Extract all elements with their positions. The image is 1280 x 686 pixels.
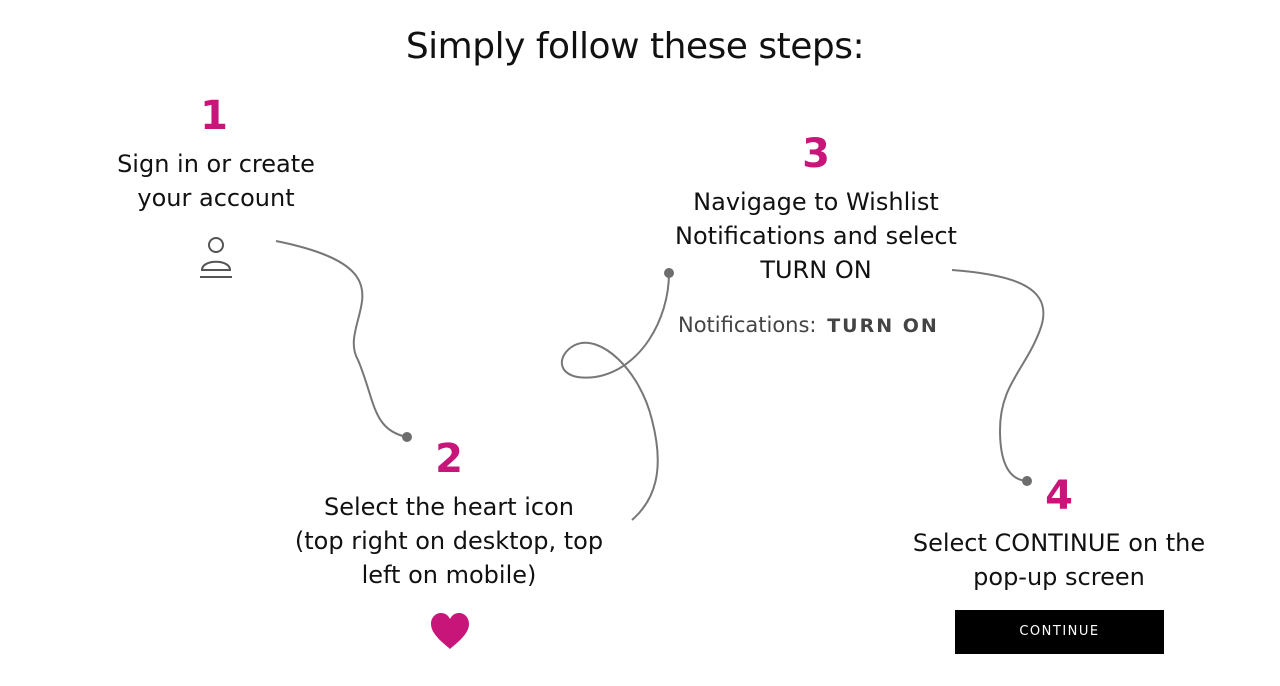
connector-3-to-2	[560, 272, 670, 521]
step-4-text: Select CONTINUE on the pop-up screen	[912, 529, 1206, 591]
step-2-number: 2	[435, 436, 463, 482]
user-account-icon	[197, 236, 235, 280]
step-1-text: Sign in or create your account	[117, 150, 315, 212]
notifications-row: Notifications: TURN ON	[678, 313, 939, 337]
notifications-label: Notifications:	[678, 313, 817, 337]
connector-dot-2	[402, 432, 412, 442]
heart-icon	[430, 613, 470, 651]
step-3-number: 3	[802, 131, 830, 177]
step-1-number: 1	[200, 93, 228, 139]
page-title: Simply follow these steps:	[405, 26, 865, 67]
turn-on-toggle[interactable]: TURN ON	[827, 315, 939, 337]
connector-1-to-2	[275, 240, 408, 438]
step-4-number: 4	[1045, 473, 1073, 519]
step-2-text: Select the heart icon (top right on desk…	[294, 493, 604, 589]
step-3-text: Navigage to Wishlist Notifications and s…	[675, 188, 957, 284]
connector-3-to-4	[951, 269, 1045, 482]
continue-button[interactable]: CONTINUE	[955, 610, 1164, 654]
